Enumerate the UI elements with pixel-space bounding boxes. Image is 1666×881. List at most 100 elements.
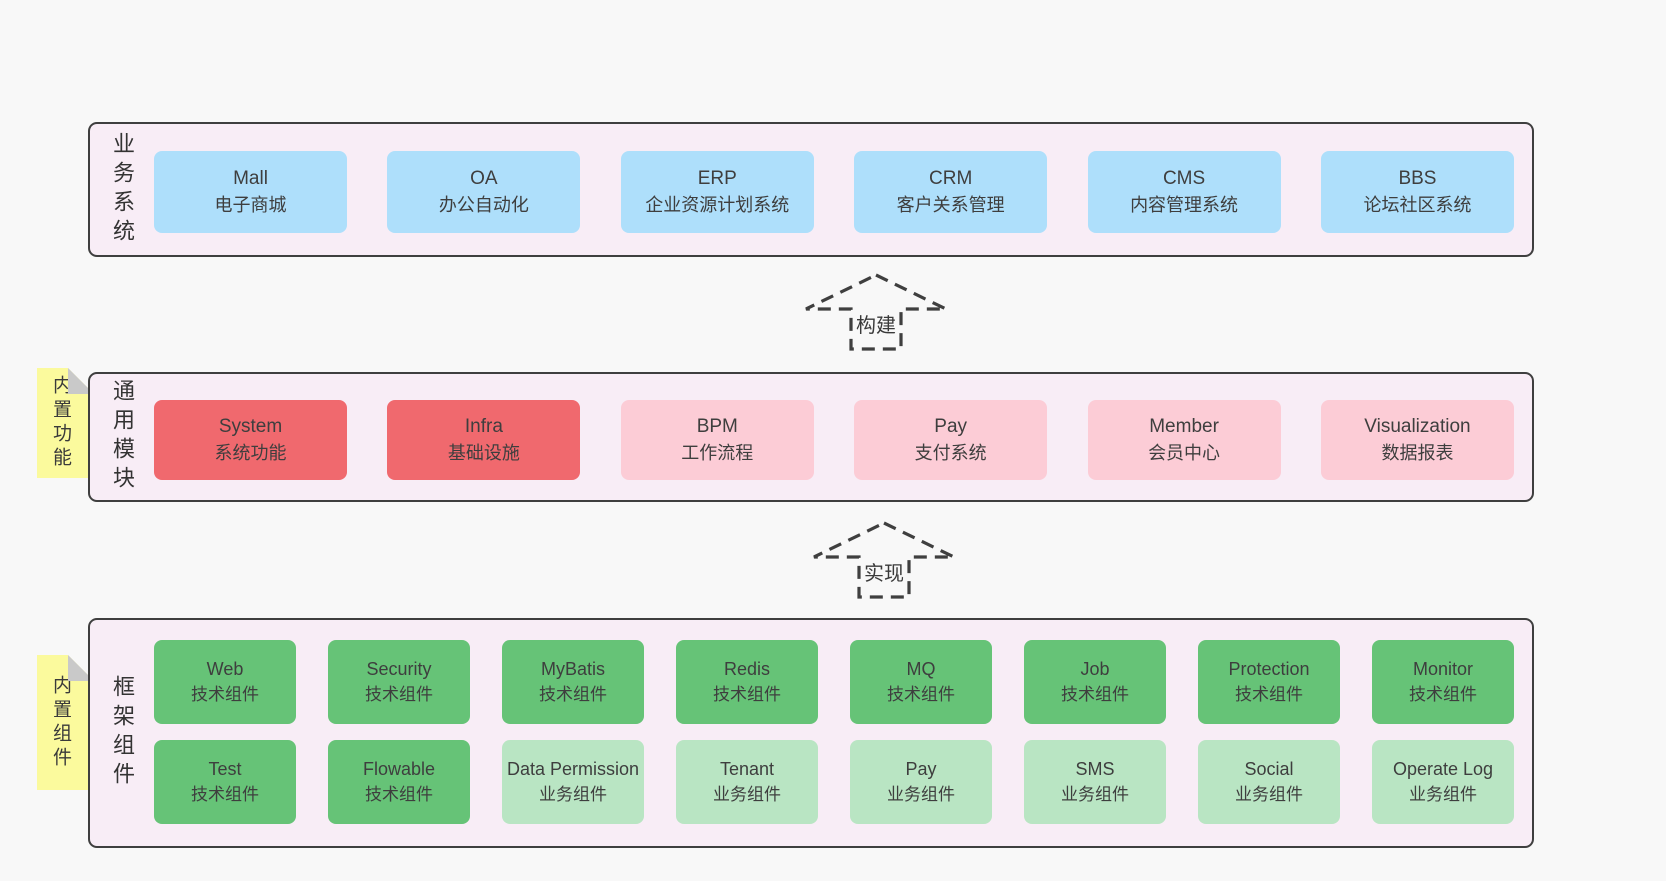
box-title: Pay xyxy=(934,416,968,437)
box-subtitle: 技术组件 xyxy=(1235,685,1303,704)
implement-arrow-icon: 实现 xyxy=(811,520,957,600)
box-job: Job 技术组件 xyxy=(1024,640,1166,724)
box-title: Job xyxy=(1080,659,1110,679)
box-title: CRM xyxy=(929,168,973,189)
box-title: ERP xyxy=(697,168,737,189)
block-arrow-up-icon xyxy=(813,521,955,599)
box-subtitle: 技术组件 xyxy=(887,685,955,704)
box-subtitle: 论坛社区系统 xyxy=(1363,195,1472,215)
box-subtitle: 技术组件 xyxy=(365,785,433,804)
box-protection: Protection 技术组件 xyxy=(1198,640,1340,724)
box-title: Security xyxy=(366,659,432,679)
box-title: Pay xyxy=(905,759,937,779)
sticky-note-built-in-components: 内置组件 xyxy=(37,655,94,790)
block-arrow-up-icon xyxy=(805,273,947,351)
box-subtitle: 技术组件 xyxy=(191,685,259,704)
box-subtitle: 支付系统 xyxy=(914,443,987,463)
box-title: Infra xyxy=(464,416,503,437)
component-row: Mall 电子商城 OA 办公自动化 ERP 企业资源计划系统 CRM 客户关系管理 CMS 内容… xyxy=(154,151,1514,233)
box-subtitle: 客户关系管理 xyxy=(896,195,1005,215)
box-title: OA xyxy=(470,168,498,189)
box-flowable: Flowable 技术组件 xyxy=(328,740,470,824)
box-subtitle: 技术组件 xyxy=(539,685,607,704)
arrow-label: 构建 xyxy=(853,309,899,338)
box-title: MQ xyxy=(906,659,936,679)
box-subtitle: 办公自动化 xyxy=(438,195,529,215)
box-subtitle: 业务组件 xyxy=(1235,785,1303,804)
box-web: Web 技术组件 xyxy=(154,640,296,724)
box-title: BPM xyxy=(696,416,738,437)
box-social: Social 业务组件 xyxy=(1198,740,1340,824)
sticky-note-label: 内置功能 xyxy=(50,375,71,471)
box-title: Mall xyxy=(233,168,268,189)
box-monitor: Monitor 技术组件 xyxy=(1372,640,1514,724)
box-subtitle: 电子商城 xyxy=(214,195,287,215)
box-subtitle: 技术组件 xyxy=(191,785,259,804)
box-subtitle: 业务组件 xyxy=(539,785,607,804)
box-subtitle: 会员中心 xyxy=(1148,443,1221,463)
box-subtitle: 业务组件 xyxy=(1061,785,1129,804)
box-mq: MQ 技术组件 xyxy=(850,640,992,724)
box-subtitle: 基础设施 xyxy=(447,443,520,463)
arrow-label: 实现 xyxy=(861,557,907,586)
box-tenant: Tenant 业务组件 xyxy=(676,740,818,824)
build-arrow-icon: 构建 xyxy=(803,272,949,352)
box-title: Social xyxy=(1244,759,1294,779)
box-subtitle: 技术组件 xyxy=(365,685,433,704)
box-title: Monitor xyxy=(1412,659,1474,679)
box-title: Flowable xyxy=(362,759,436,779)
box-title: CMS xyxy=(1162,168,1206,189)
box-cms: CMS 内容管理系统 xyxy=(1087,151,1281,233)
box-title: Web xyxy=(206,659,244,679)
box-visualization: Visualization 数据报表 xyxy=(1320,400,1514,480)
box-title: Tenant xyxy=(719,759,775,779)
box-subtitle: 系统功能 xyxy=(214,443,287,463)
box-bpm: BPM 工作流程 xyxy=(620,400,814,480)
box-title: Protection xyxy=(1228,659,1310,679)
box-pay: Pay 支付系统 xyxy=(854,400,1048,480)
box-subtitle: 技术组件 xyxy=(1061,685,1129,704)
box-subtitle: 技术组件 xyxy=(713,685,781,704)
box-subtitle: 数据报表 xyxy=(1381,443,1454,463)
box-subtitle: 工作流程 xyxy=(681,443,754,463)
box-redis: Redis 技术组件 xyxy=(676,640,818,724)
band-label: 框架组件 xyxy=(110,675,135,791)
box-subtitle: 业务组件 xyxy=(713,785,781,804)
box-member: Member 会员中心 xyxy=(1087,400,1281,480)
box-security: Security 技术组件 xyxy=(328,640,470,724)
band-boxes: Mall 电子商城 OA 办公自动化 ERP 企业资源计划系统 CRM 客户关系管理 CMS 内容… xyxy=(154,151,1514,233)
sticky-note-label: 内置组件 xyxy=(50,674,71,771)
box-mall: Mall 电子商城 xyxy=(154,151,347,233)
box-subtitle: 技术组件 xyxy=(1409,685,1477,704)
box-erp: ERP 企业资源计划系统 xyxy=(620,151,814,233)
box-title: SMS xyxy=(1075,759,1115,779)
box-subtitle: 内容管理系统 xyxy=(1130,195,1239,215)
box-system: System 系统功能 xyxy=(154,400,347,480)
box-title: Visualization xyxy=(1364,416,1471,437)
box-test: Test 技术组件 xyxy=(154,740,296,824)
band-boxes: System 系统功能 Infra 基础设施 BPM 工作流程 Pay 支付系统 Member 会… xyxy=(154,400,1514,480)
box-title: Redis xyxy=(723,659,771,679)
sticky-note-built-in-features: 内置功能 xyxy=(37,368,94,478)
box-title: Test xyxy=(208,759,242,779)
box-title: System xyxy=(218,416,283,437)
box-subtitle: 企业资源计划系统 xyxy=(645,195,790,215)
component-row: System 系统功能 Infra 基础设施 BPM 工作流程 Pay 支付系统 Member 会… xyxy=(154,400,1514,480)
band-business-systems: 业务系统 Mall 电子商城 OA 办公自动化 ERP 企业资源计划系统 CRM 客户关系管理… xyxy=(88,122,1534,257)
box-subtitle: 业务组件 xyxy=(887,785,955,804)
band-label: 业务系统 xyxy=(110,131,135,248)
box-title: Member xyxy=(1149,416,1219,437)
box-title: Operate Log xyxy=(1392,759,1494,779)
box-oa: OA 办公自动化 xyxy=(387,151,581,233)
box-infra: Infra 基础设施 xyxy=(387,400,581,480)
